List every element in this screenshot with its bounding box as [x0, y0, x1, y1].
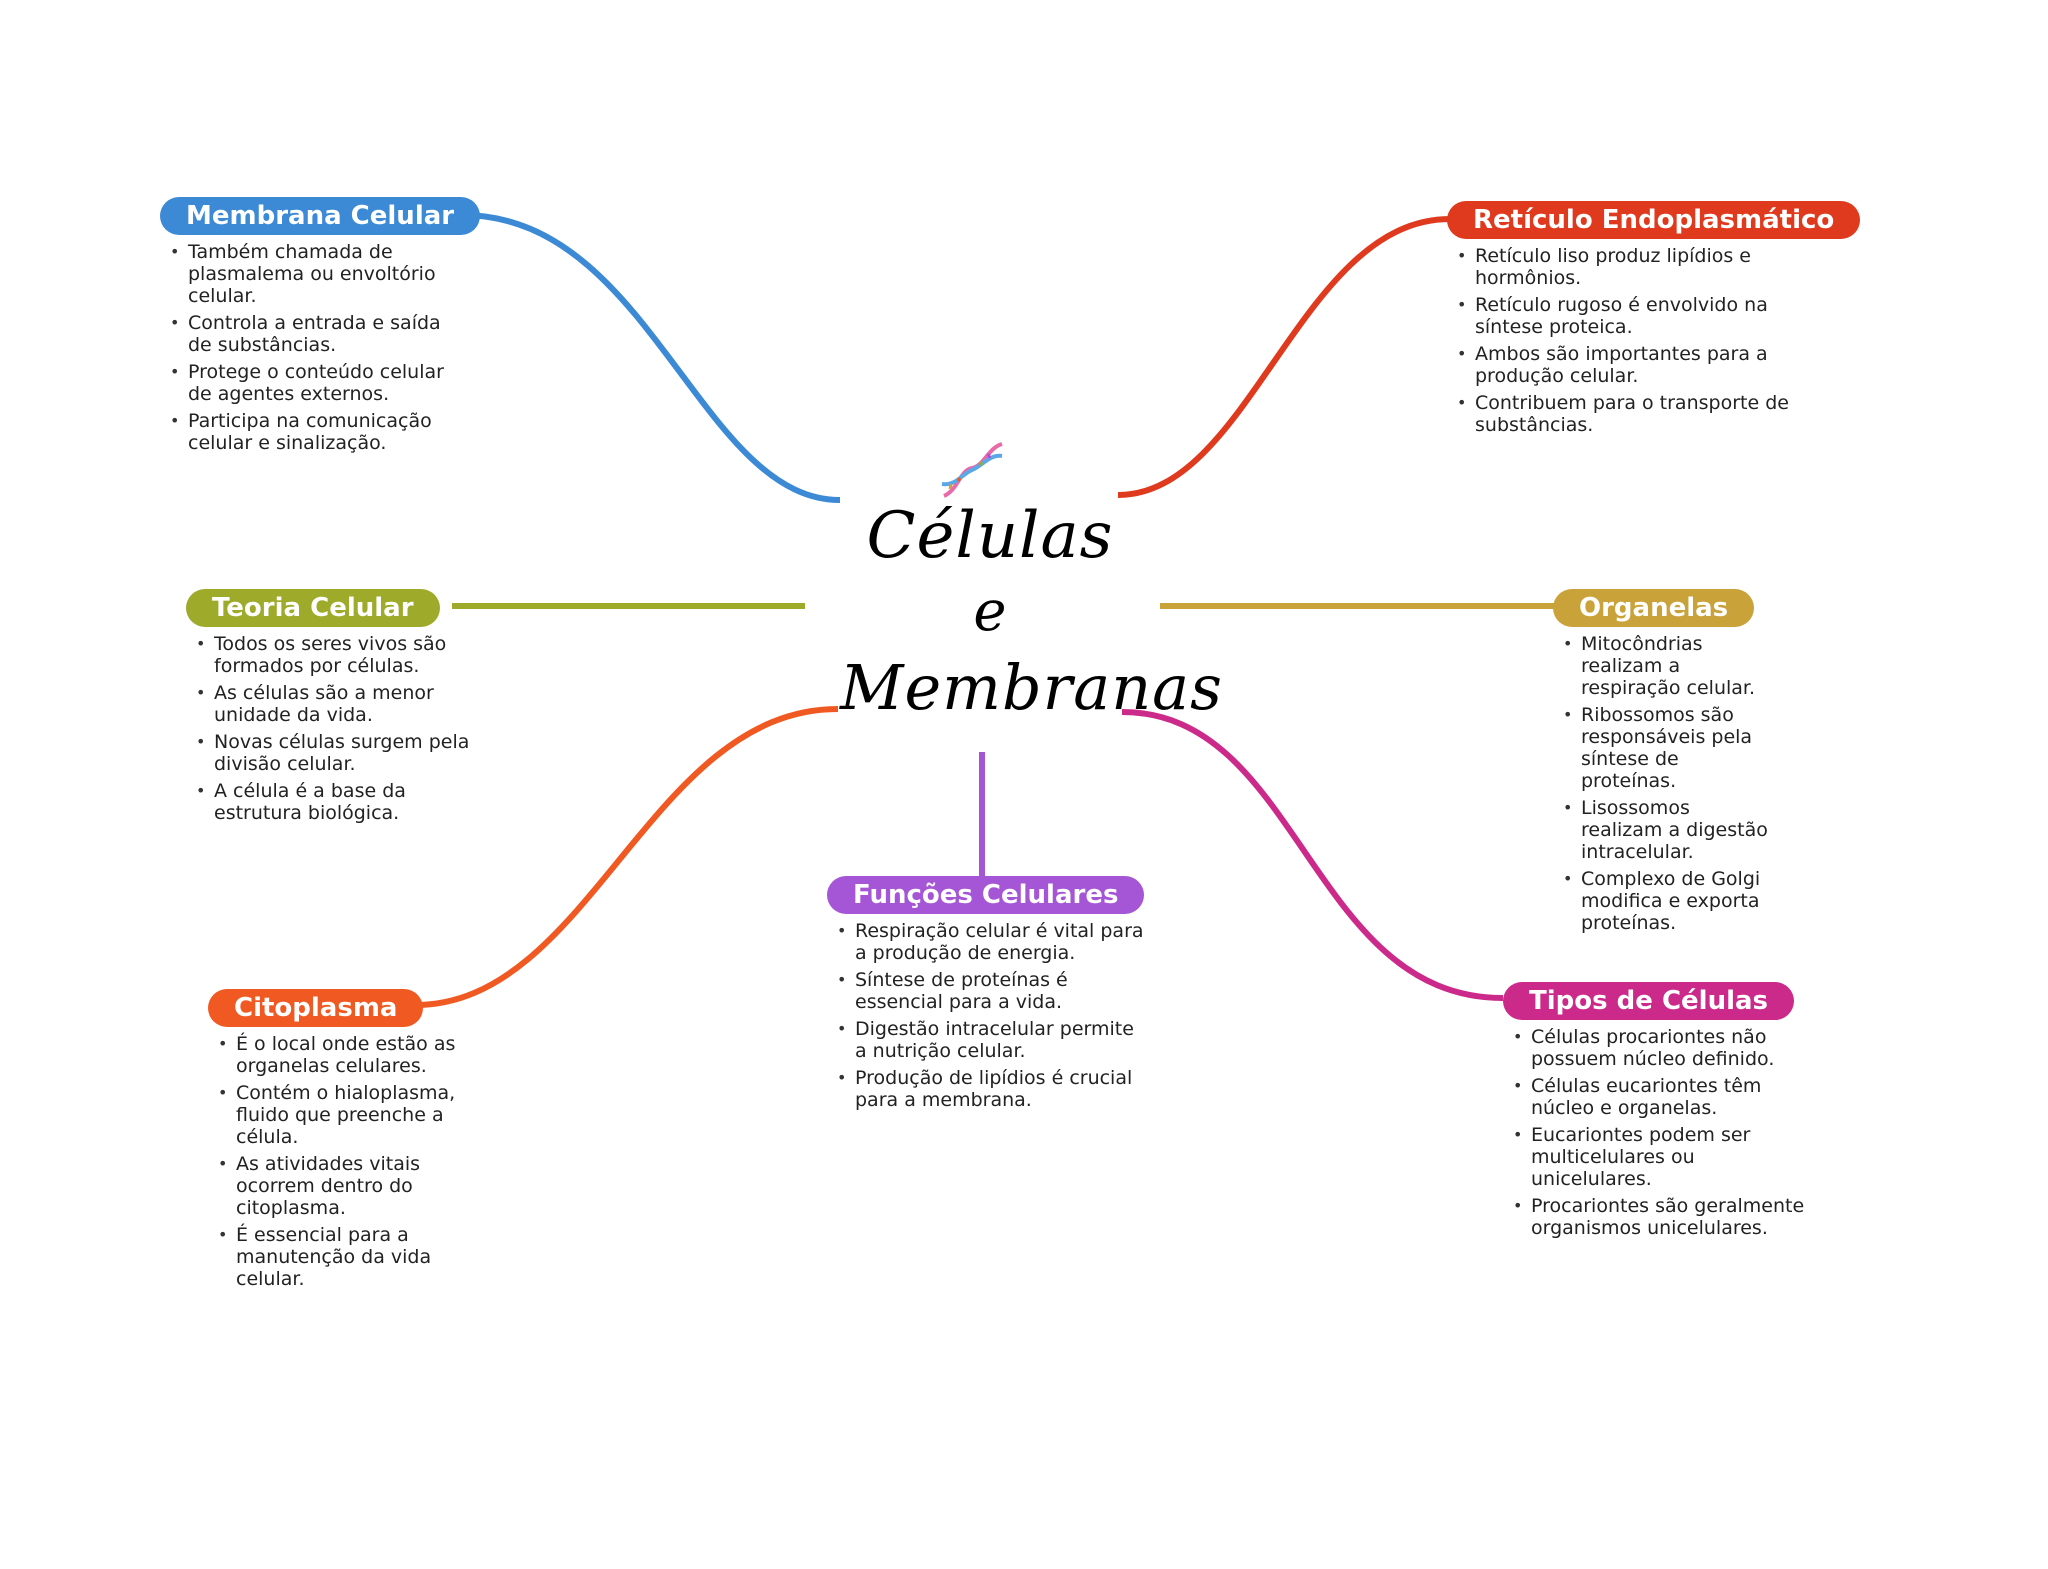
branch-items: Mitocôndrias realizam a respiração celul…: [1557, 633, 1777, 934]
list-item: Células procariontes não possuem núcleo …: [1507, 1026, 1807, 1070]
list-item: A célula é a base da estrutura biológica…: [190, 780, 490, 824]
list-item: Retículo rugoso é envolvido na síntese p…: [1451, 294, 1831, 338]
list-item: Lisossomos realizam a digestão intracelu…: [1557, 797, 1777, 863]
branch-label[interactable]: Membrana Celular: [160, 197, 481, 235]
list-item: Retículo liso produz lipídios e hormônio…: [1451, 245, 1831, 289]
branch-label[interactable]: Tipos de Células: [1503, 982, 1795, 1020]
link-citoplasma: [414, 706, 839, 1008]
list-item: Produção de lipídios é crucial para a me…: [831, 1067, 1151, 1111]
link-reticulo: [1117, 216, 1451, 498]
dna-icon: [941, 442, 1003, 498]
branch-label[interactable]: Citoplasma: [208, 989, 424, 1027]
list-item: Ambos são importantes para a produção ce…: [1451, 343, 1831, 387]
list-item: Contribuem para o transporte de substânc…: [1451, 392, 1831, 436]
list-item: Contém o hialoplasma, fluido que preench…: [212, 1082, 462, 1148]
list-item: Também chamada de plasmalema ou envoltór…: [164, 241, 464, 307]
branch-label[interactable]: Retículo Endoplasmático: [1447, 201, 1861, 239]
list-item: Complexo de Golgi modifica e exporta pro…: [1557, 868, 1777, 934]
list-item: Respiração celular é vital para a produç…: [831, 920, 1151, 964]
branch-reticulo: Retículo Endoplasmático Retículo liso pr…: [1447, 201, 1867, 441]
branch-funcoes: Funções Celulares Respiração celular é v…: [827, 876, 1157, 1116]
list-item: Ribossomos são responsáveis pela síntese…: [1557, 704, 1777, 792]
branch-items: Todos os seres vivos são formados por cé…: [190, 633, 490, 824]
branch-citoplasma: Citoplasma É o local onde estão as organ…: [208, 989, 498, 1295]
list-item: É o local onde estão as organelas celula…: [212, 1033, 462, 1077]
branch-items: Retículo liso produz lipídios e hormônio…: [1451, 245, 1831, 436]
list-item: Participa na comunicação celular e sinal…: [164, 410, 464, 454]
title-line-3: Membranas: [840, 651, 1223, 724]
list-item: As atividades vitais ocorrem dentro do c…: [212, 1153, 462, 1219]
branch-organelas: Organelas Mitocôndrias realizam a respir…: [1553, 589, 1813, 939]
list-item: Eucariontes podem ser multicelulares ou …: [1507, 1124, 1807, 1190]
branch-items: É o local onde estão as organelas celula…: [212, 1033, 462, 1290]
branch-items: Também chamada de plasmalema ou envoltór…: [164, 241, 464, 454]
link-tipos: [1121, 709, 1504, 1001]
list-item: Síntese de proteínas é essencial para a …: [831, 969, 1151, 1013]
list-item: Todos os seres vivos são formados por cé…: [190, 633, 490, 677]
title-line-1: Células: [866, 499, 1114, 573]
title-line-2: e: [973, 579, 1007, 644]
list-item: É essencial para a manutenção da vida ce…: [212, 1224, 462, 1290]
central-topic: Células e Membranas: [840, 499, 1223, 724]
list-item: Controla a entrada e saída de substância…: [164, 312, 464, 356]
list-item: As células são a menor unidade da vida.: [190, 682, 490, 726]
branch-label[interactable]: Organelas: [1553, 589, 1755, 627]
branch-teoria: Teoria Celular Todos os seres vivos são …: [186, 589, 496, 829]
branch-membrana: Membrana Celular Também chamada de plasm…: [160, 197, 490, 459]
list-item: Digestão intracelular permite a nutrição…: [831, 1018, 1151, 1062]
list-item: Células eucariontes têm núcleo e organel…: [1507, 1075, 1807, 1119]
branch-items: Respiração celular é vital para a produç…: [831, 920, 1151, 1111]
branch-tipos: Tipos de Células Células procariontes nã…: [1503, 982, 1833, 1244]
branch-items: Células procariontes não possuem núcleo …: [1507, 1026, 1807, 1239]
branch-label[interactable]: Funções Celulares: [827, 876, 1145, 914]
list-item: Novas células surgem pela divisão celula…: [190, 731, 490, 775]
list-item: Protege o conteúdo celular de agentes ex…: [164, 361, 464, 405]
branch-label[interactable]: Teoria Celular: [186, 589, 440, 627]
link-membrana: [461, 212, 841, 503]
list-item: Mitocôndrias realizam a respiração celul…: [1557, 633, 1777, 699]
list-item: Procariontes são geralmente organismos u…: [1507, 1195, 1807, 1239]
